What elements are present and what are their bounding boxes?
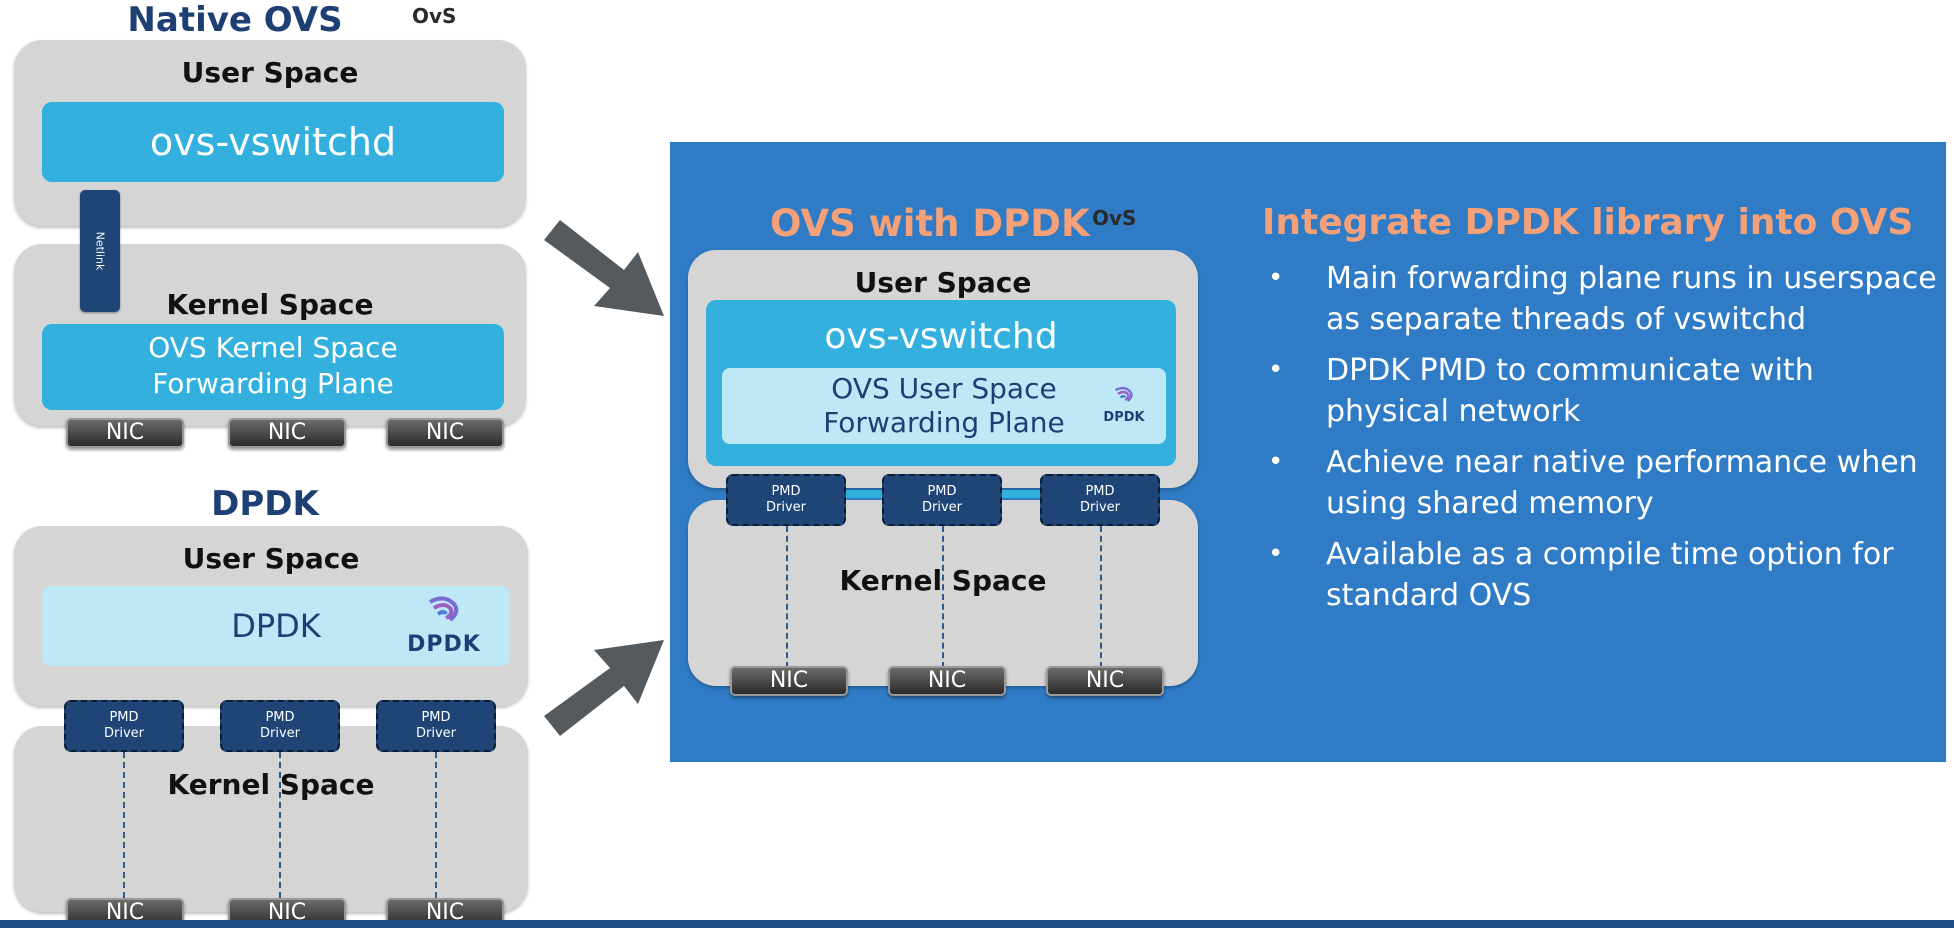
dpdk-kernel-space-label: Kernel Space bbox=[167, 768, 375, 801]
ovs-dpdk-forwarding-box: OVS User Space Forwarding Plane bbox=[722, 368, 1166, 444]
summary-bullet: Main forwarding plane runs in userspace … bbox=[1262, 258, 1942, 340]
summary-heading: Integrate DPDK library into OVS bbox=[1262, 202, 1914, 243]
summary-bullet: Achieve near native performance when usi… bbox=[1262, 442, 1942, 524]
ovs-dpdk-nic-3: NIC bbox=[1046, 666, 1164, 696]
native-vswitchd-box: ovs-vswitchd bbox=[42, 102, 504, 182]
ovs-dpdk-user-space-label: User Space bbox=[854, 266, 1032, 299]
dpdk-kernel-space-panel: Kernel Space bbox=[14, 726, 528, 912]
dpdk-pmd-link-2 bbox=[279, 752, 281, 898]
dpdk-pmd-link-3 bbox=[435, 752, 437, 898]
native-nic-1: NIC bbox=[66, 418, 184, 448]
dpdk-swirl-icon bbox=[429, 596, 459, 622]
ovs-dpdk-nic-1: NIC bbox=[730, 666, 848, 696]
arrow-right-down-icon bbox=[544, 220, 664, 316]
dpdk-pmd-link-1 bbox=[123, 752, 125, 898]
native-kernel-forwarding-box: OVS Kernel Space Forwarding Plane bbox=[42, 324, 504, 410]
bottom-bar bbox=[0, 920, 1954, 928]
summary-bullet: DPDK PMD to communicate with physical ne… bbox=[1262, 350, 1942, 432]
ovs-dpdk-pmd-link-2 bbox=[942, 526, 944, 668]
ovs-dpdk-swirl-icon bbox=[1115, 386, 1133, 402]
ovs-logo: OvS bbox=[412, 4, 457, 28]
native-nic-3: NIC bbox=[386, 418, 504, 448]
dpdk-user-space-panel: User Space DPDK DPDK bbox=[14, 526, 528, 706]
ovs-dpdk-user-space-panel: User Space ovs-vswitchd OVS User Space F… bbox=[688, 250, 1198, 488]
dpdk-title: DPDK bbox=[211, 484, 319, 524]
dpdk-user-space-label: User Space bbox=[182, 542, 360, 575]
ovs-dpdk-title: OVS with DPDK bbox=[770, 202, 1090, 245]
native-user-space-label: User Space bbox=[181, 56, 359, 89]
native-kernel-space-label: Kernel Space bbox=[166, 288, 374, 321]
ovs-dpdk-pmd-link-3 bbox=[1100, 526, 1102, 668]
summary-bullet: Available as a compile time option for s… bbox=[1262, 534, 1942, 616]
arrow-right-up-icon bbox=[544, 640, 664, 736]
native-nic-2: NIC bbox=[228, 418, 346, 448]
netlink-connector: Netlink bbox=[80, 190, 120, 312]
summary-bullet-list: Main forwarding plane runs in userspace … bbox=[1262, 258, 1942, 626]
native-kernel-space-panel: Kernel Space OVS Kernel Space Forwarding… bbox=[14, 244, 526, 426]
dpdk-logo: DPDK bbox=[394, 592, 494, 657]
ovs-dpdk-pmd-link-1 bbox=[786, 526, 788, 668]
native-ovs-title: Native OVS bbox=[127, 0, 343, 40]
ovs-dpdk-nic-2: NIC bbox=[888, 666, 1006, 696]
ovs-dpdk-dpdk-logo: DPDK bbox=[1092, 384, 1156, 425]
ovs-dpdk-ovs-logo: OvS bbox=[1092, 206, 1137, 230]
netlink-label: Netlink bbox=[93, 231, 107, 271]
